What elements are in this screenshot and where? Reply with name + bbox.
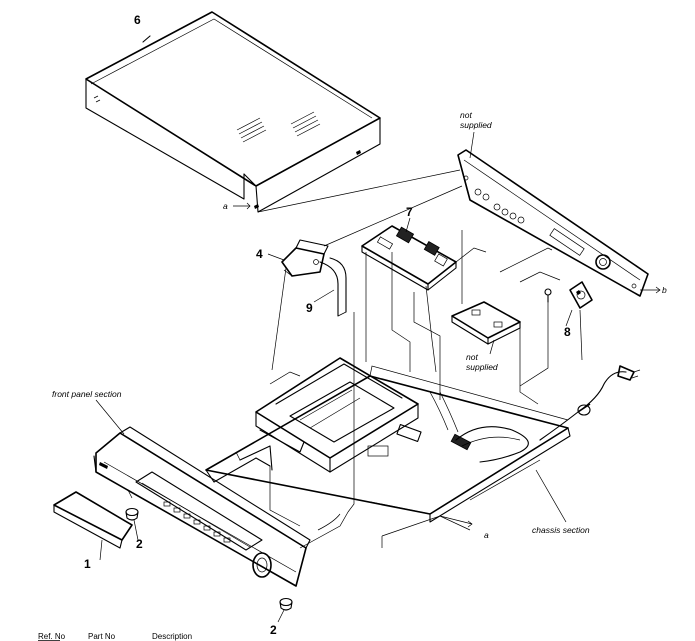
callout-1: 1 <box>84 557 91 571</box>
callout-6: 6 <box>134 13 141 27</box>
front-display-window <box>135 471 263 551</box>
caption-not-supplied-mid-line2: supplied <box>466 362 498 372</box>
table-header-description: Description <box>152 632 192 641</box>
top-cover <box>85 11 381 213</box>
caption-front-panel-section: front panel section <box>52 389 122 399</box>
rear-panel-connectors <box>463 175 637 289</box>
chassis-mechanism <box>255 357 419 473</box>
front-control-buttons <box>163 501 231 543</box>
ref-a-bottom: a <box>484 530 489 540</box>
caption-not-supplied-top-line1: not <box>460 110 472 120</box>
caption-leaders <box>95 131 573 623</box>
part-8-screw <box>544 288 552 303</box>
callout-2-upper: 2 <box>136 537 143 551</box>
table-header-part-no: Part No <box>88 632 116 641</box>
power-cord <box>539 365 641 441</box>
board-7 <box>361 225 457 291</box>
chassis-components <box>367 391 529 463</box>
caption-chassis-section: chassis section <box>532 525 590 535</box>
caption-not-supplied-mid-line1: not <box>466 352 478 362</box>
foot-upper <box>125 507 139 521</box>
part-4-bracket <box>281 239 329 277</box>
ref-a-top: a <box>223 201 228 211</box>
board-not-supplied-mid <box>451 301 521 345</box>
cover-vents-right <box>290 111 321 137</box>
caption-not-supplied-top-line2: supplied <box>460 120 492 130</box>
callout-7: 7 <box>406 205 413 219</box>
callout-8: 8 <box>564 325 571 339</box>
callout-4: 4 <box>256 247 263 261</box>
rear-panel <box>457 149 661 297</box>
part-9-ribbon <box>319 257 347 317</box>
assembly-guide-lines <box>235 169 583 549</box>
foot-lower <box>279 597 293 611</box>
front-panel <box>93 426 311 587</box>
part-8-fan <box>569 281 593 309</box>
table-header-ref-no: Ref. No <box>38 632 66 641</box>
callout-2-lower: 2 <box>270 623 277 637</box>
volume-knob <box>252 552 272 578</box>
front-knob-part <box>53 491 133 549</box>
callout-9: 9 <box>306 301 313 315</box>
ref-b: b <box>662 285 667 295</box>
cover-vents-left <box>236 117 267 143</box>
chassis-base <box>205 365 571 523</box>
